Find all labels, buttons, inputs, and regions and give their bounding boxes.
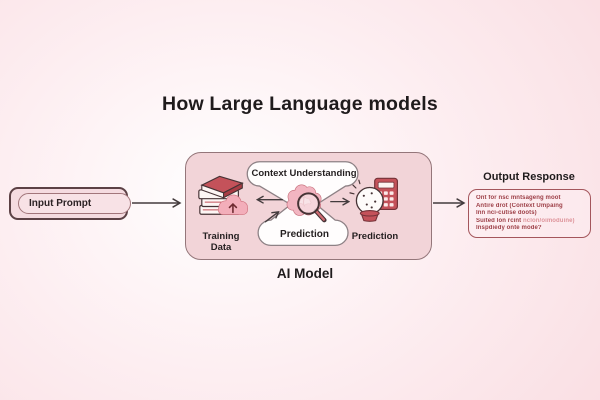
sparkles-icon (349, 179, 361, 195)
input-prompt-box: Input Prompt (9, 187, 131, 220)
upload-cloud-icon (217, 194, 248, 215)
page-title: How Large Language models (162, 93, 438, 115)
flow-arrow-output-icon (433, 195, 473, 211)
output-line-highlight: nclon/oimoduine) (523, 217, 575, 224)
output-line: Antire drot (Context Umpaing (476, 202, 563, 209)
context-understanding-label: Context Understanding (251, 168, 357, 179)
ai-model-illustration (198, 161, 399, 247)
prediction-right-label: Prediction (351, 231, 399, 242)
input-prompt-field: Input Prompt (18, 193, 131, 214)
training-data-label: Training Data (202, 231, 240, 253)
prediction-center-label: Prediction (280, 229, 329, 240)
arrow-up-right-icon (264, 212, 278, 223)
output-line: Inspdiedy onte mode? (476, 225, 542, 232)
output-response-title: Output Response (483, 171, 575, 183)
magnifier-icon (297, 192, 327, 223)
output-line: Suited lon rcint nclon/oimoduine) (476, 217, 575, 224)
crystal-ball-icon (355, 186, 384, 222)
crystal-ball-calculator-icon (349, 177, 399, 222)
output-line: Ont for nsc mntsageng moot (476, 195, 561, 201)
training-data-icon (198, 175, 248, 215)
ai-model-box: Context Understanding Prediction Trainin… (185, 152, 432, 260)
flow-arrow-input-icon (132, 195, 187, 211)
output-line: Inn nci-cutise doots) (476, 210, 537, 217)
ai-model-caption: AI Model (276, 266, 334, 281)
input-prompt-label: Input Prompt (29, 198, 92, 209)
output-response-box: Ont for nsc mntsageng moot Antire drot (… (468, 189, 591, 238)
brain-magnifier-icon (286, 184, 327, 223)
